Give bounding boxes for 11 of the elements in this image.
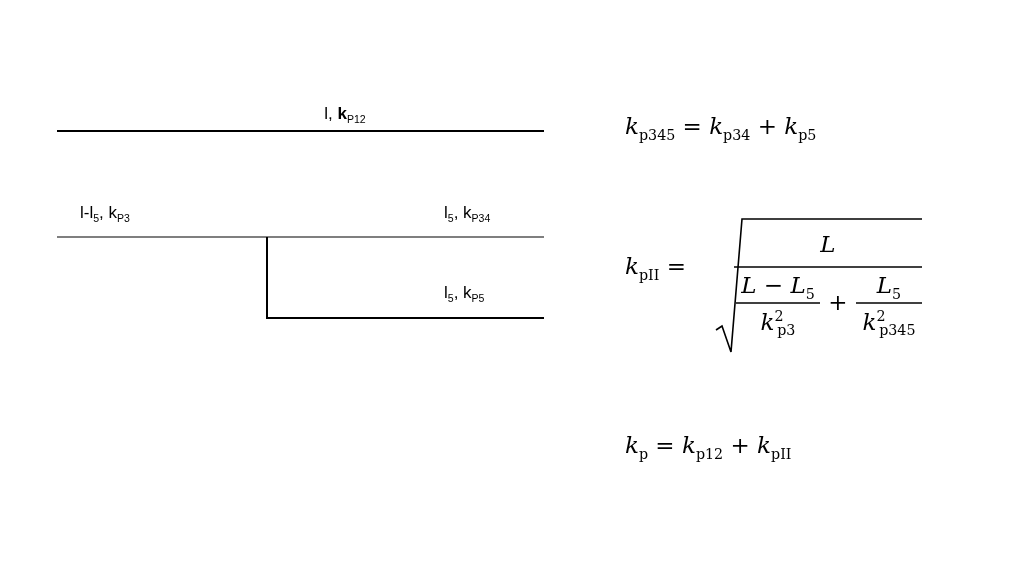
formula: k$_{p}$ = k$_{p12}$ + k$_{pII}$ [625,433,792,461]
formula-term: L [820,232,836,256]
segment-label: l$_{5}$, k$_{P34}$ [444,204,491,224]
segment-label: l-l$_{5}$, k$_{P3}$ [80,204,130,224]
formula-term: L − L$_{5}$ [741,273,815,301]
formula: k$_{p345}$ = k$_{p34}$ + k$_{p5}$ [625,114,817,142]
segment-label: l$_{5}$, k$_{P5}$ [444,284,485,304]
formula: k$_{pII}$ = [625,254,686,282]
formula-term: + [828,290,848,314]
segment-label: l, k$_{P12}$ [324,105,366,125]
formula-term: L$_{5}$ [876,273,902,301]
